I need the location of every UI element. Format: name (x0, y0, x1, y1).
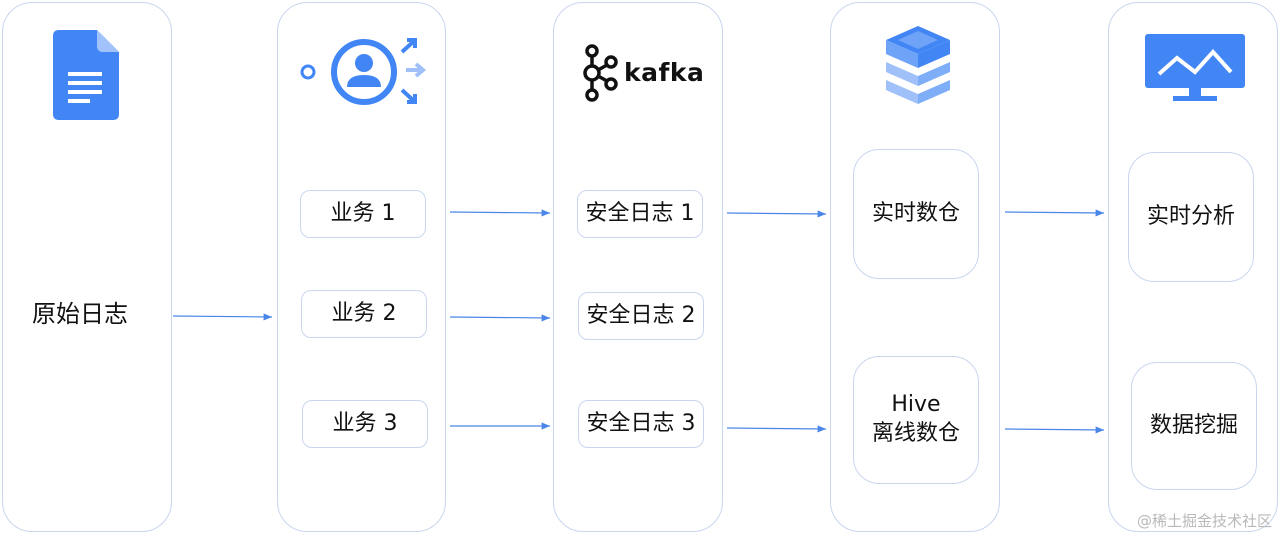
arrow-business2-to-log2 (449, 314, 551, 322)
realtime-warehouse-label: 实时数仓 (871, 200, 960, 226)
security-log-box-3: 安全日志 3 (578, 400, 704, 448)
business-box-3: 业务 3 (302, 400, 428, 448)
user-distribution-icon (300, 38, 427, 105)
arrow-business1-to-log1 (449, 209, 551, 217)
arrow-raw-to-business (172, 313, 273, 321)
business-label-2: 业务 2 (331, 300, 397, 326)
data-mining-box: 数据挖掘 (1131, 362, 1257, 490)
watermark: @稀土掘金技术社区 (1136, 512, 1272, 530)
security-log-box-2: 安全日志 2 (578, 292, 704, 340)
offline-warehouse-label: 离线数仓 (871, 421, 960, 446)
document-icon (53, 30, 119, 120)
arrow-log1-to-realtime (726, 210, 827, 218)
arrow-offline-to-mining (1004, 426, 1105, 434)
realtime-analysis-label: 实时分析 (1146, 203, 1235, 229)
database-stack-icon (886, 26, 950, 104)
arrow-log3-to-offline (726, 425, 827, 433)
business-box-1: 业务 1 (300, 190, 426, 238)
offline-warehouse-box: Hive 离线数仓 (853, 356, 979, 484)
security-log-label-3: 安全日志 3 (586, 410, 696, 436)
business-box-2: 业务 2 (301, 290, 427, 338)
raw-logs-label: 原始日志 (32, 300, 128, 328)
realtime-analysis-box: 实时分析 (1128, 152, 1254, 282)
data-mining-label: 数据挖掘 (1149, 412, 1238, 438)
arrow-realtime-to-analysis (1004, 209, 1105, 217)
business-label-1: 业务 1 (330, 200, 396, 226)
hive-label: Hive (891, 392, 941, 418)
monitor-chart-icon (1145, 34, 1245, 101)
kafka-brand-text: kafka (624, 58, 705, 87)
realtime-warehouse-box: 实时数仓 (853, 149, 979, 279)
security-log-box-1: 安全日志 1 (577, 190, 703, 238)
kafka-logo-icon (583, 44, 618, 102)
security-log-label-2: 安全日志 2 (586, 302, 696, 328)
business-label-3: 业务 3 (332, 410, 398, 436)
security-log-label-1: 安全日志 1 (585, 200, 695, 226)
